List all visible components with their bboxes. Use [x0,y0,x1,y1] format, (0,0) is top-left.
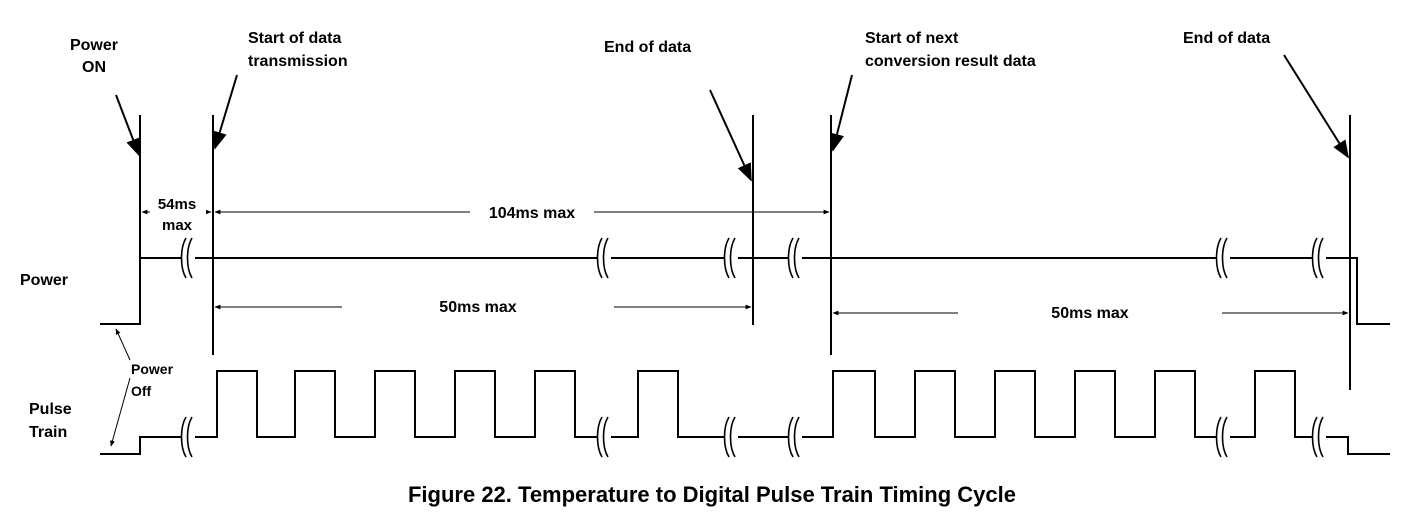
pulse-break-symbols [180,416,1326,458]
power-waveform [100,257,1390,325]
power-break-symbols [180,237,1326,279]
pulse-train-waveform [100,370,1390,455]
timing-50ms-label-1: 50ms max [439,299,516,316]
end-of-data-label-1: End of data [604,39,691,56]
start-of-next-arrow [829,74,853,152]
start-of-data-label-1: Start of data [248,30,341,47]
end-of-data-label-2: End of data [1183,30,1270,47]
power-off-label-1: Power [131,361,174,377]
power-on-label-1: Power [70,37,118,54]
timing-dimensions [110,193,1349,447]
timing-54ms-label-2: max [162,217,193,234]
pulse-train-label-1: Pulse [29,401,72,418]
timing-54ms-label-1: 54ms [158,196,196,213]
reference-lines [139,115,1351,390]
end-of-data-arrow-1 [709,89,752,182]
start-of-data-label-2: transmission [248,53,348,70]
power-signal-label: Power [20,272,68,289]
timing-50ms-label-2: 50ms max [1051,305,1128,322]
start-of-next-label-1: Start of next [865,30,959,47]
end-of-data-arrow-2 [1283,54,1349,159]
power-on-arrow [115,94,140,157]
power-off-label-2: Off [131,383,152,399]
power-off-arrow-up [115,328,131,361]
power-off-arrow-down [110,377,131,447]
start-of-next-label-2: conversion result data [865,53,1036,70]
pulse-train-label-2: Train [29,424,67,441]
labels: Power ON Start of data transmission End … [20,30,1270,507]
figure-caption: Figure 22. Temperature to Digital Pulse … [408,482,1016,507]
timing-104ms-label: 104ms max [489,205,575,222]
power-on-label-2: ON [82,59,106,76]
start-of-data-arrow [212,74,238,150]
callout-arrows [115,54,1349,182]
